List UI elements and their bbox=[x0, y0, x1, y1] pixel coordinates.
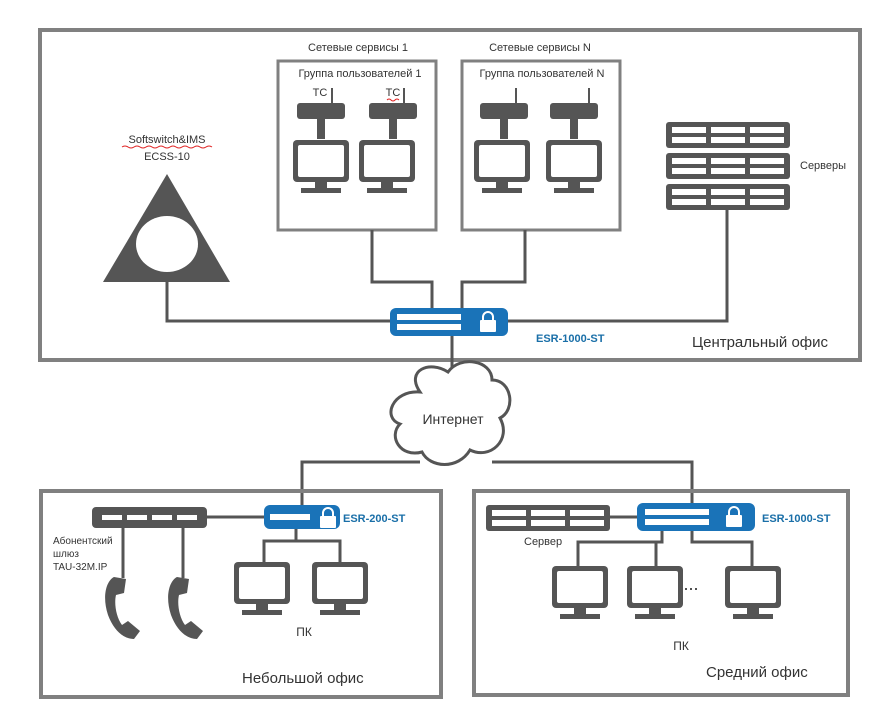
internet-label: Интернет bbox=[422, 411, 484, 427]
server-icon bbox=[486, 505, 610, 531]
pc-monitor-icon bbox=[312, 562, 368, 615]
groupN-service-title: Сетевые сервисы N bbox=[489, 42, 591, 54]
medium-office-frame bbox=[472, 489, 850, 697]
server-icon bbox=[666, 122, 790, 148]
small-office-label: Небольшой офис bbox=[242, 670, 364, 687]
tc-phone-icon bbox=[297, 103, 345, 139]
medium-server-label: Сервер bbox=[524, 536, 562, 548]
pc-monitor-icon bbox=[474, 140, 530, 193]
pc-monitor-icon bbox=[546, 140, 602, 193]
medium-office-pc-label: ПК bbox=[673, 639, 689, 653]
tc-label-1: ТС bbox=[313, 87, 328, 99]
softswitch-name: Softswitch&IMS bbox=[128, 134, 205, 146]
central-links bbox=[165, 210, 729, 380]
softswitch-model: ECSS-10 bbox=[144, 151, 190, 163]
small-router bbox=[264, 505, 340, 529]
medium-router-label: ESR-1000-ST bbox=[762, 513, 831, 525]
group1-users-title: Группа пользователей 1 bbox=[298, 68, 421, 80]
central-router-label: ESR-1000-ST bbox=[536, 333, 605, 345]
servers-label: Серверы bbox=[800, 160, 846, 172]
pc-monitor-icon bbox=[552, 566, 608, 619]
internet-cloud-icon bbox=[389, 360, 512, 466]
gateway-label-line1: Абонентский bbox=[53, 535, 113, 547]
gateway-label-line2: шлюз bbox=[53, 549, 79, 560]
gateway-icon bbox=[92, 507, 207, 528]
tc-phone-icon bbox=[369, 103, 417, 139]
group1-service-title: Сетевые сервисы 1 bbox=[308, 42, 408, 54]
groupN-users-title: Группа пользователей N bbox=[480, 68, 605, 80]
medium-office-links bbox=[576, 515, 754, 566]
pc-monitor-icon bbox=[725, 566, 781, 619]
pc-monitor-icon bbox=[234, 562, 290, 615]
central-office-frame bbox=[38, 28, 862, 362]
groupN-box bbox=[460, 59, 622, 232]
phone-handset-icon bbox=[105, 577, 140, 639]
central-office-label: Центральный офис bbox=[692, 334, 829, 351]
softswitch-icon bbox=[103, 174, 230, 282]
tc-label-2: ТС bbox=[386, 87, 401, 99]
group1-box bbox=[276, 59, 438, 232]
gateway-label-line3: TAU-32M.IP bbox=[53, 562, 108, 573]
tc-phone-icon bbox=[480, 103, 528, 139]
pc-monitor-icon bbox=[359, 140, 415, 193]
server-icon bbox=[666, 184, 790, 210]
medium-ellipsis: ... bbox=[683, 574, 698, 594]
phone-handset-icon bbox=[168, 577, 203, 639]
medium-router bbox=[637, 503, 755, 531]
small-office-pc-label: ПК bbox=[296, 625, 312, 639]
server-icon bbox=[666, 153, 790, 179]
pc-monitor-icon bbox=[293, 140, 349, 193]
internet-links bbox=[300, 460, 694, 506]
small-office-links bbox=[121, 515, 342, 578]
tc-phone-icon bbox=[550, 103, 598, 139]
central-router bbox=[390, 308, 508, 336]
pc-monitor-icon bbox=[627, 566, 683, 619]
small-office-frame bbox=[39, 489, 443, 699]
medium-office-label: Средний офис bbox=[706, 664, 808, 681]
small-router-label: ESR-200-ST bbox=[343, 513, 406, 525]
